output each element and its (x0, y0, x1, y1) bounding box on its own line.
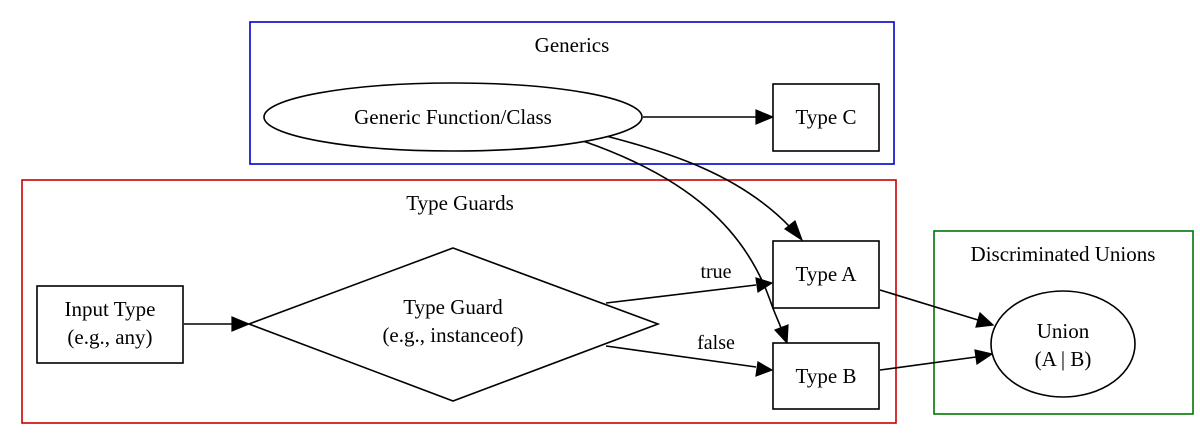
type-c-box (772, 83, 880, 152)
cluster-type-guards-label: Type Guards (406, 191, 514, 215)
union-label-line1: Union (1037, 319, 1090, 343)
node-type-a: Type A (772, 240, 880, 309)
input-type-label-line1: Input Type (65, 297, 156, 321)
cluster-generics-label: Generics (535, 33, 610, 57)
cluster-discriminated-unions-border (933, 230, 1194, 415)
type-c-label: Type C (796, 105, 857, 129)
type-b-label: Type B (796, 364, 857, 388)
arrowhead-guard-type-b (755, 361, 774, 377)
edge-label-false: false (697, 332, 735, 354)
input-type-box (36, 285, 184, 364)
node-union: Union (A | B) (990, 290, 1136, 398)
arrowhead-type-guard (231, 316, 251, 332)
cluster-type-guards-border (21, 179, 897, 424)
input-type-label-line2: (e.g., any) (67, 325, 152, 349)
edge-generic-to-type-a (597, 133, 791, 228)
node-type-b: Type B (772, 342, 880, 410)
type-b-box (772, 342, 880, 410)
node-generic-function: Generic Function/Class (263, 82, 643, 152)
cluster-generics-border (249, 21, 895, 165)
edges: true false (184, 109, 995, 377)
arrowhead-type-a (783, 220, 804, 242)
edge-guard-to-type-a (605, 284, 757, 304)
arrowhead-type-b-from-generic (773, 324, 789, 345)
node-type-guard: Type Guard (e.g., instanceof) (246, 247, 661, 402)
type-a-box (772, 240, 880, 309)
arrowhead-union-from-b (974, 349, 994, 366)
cluster-generics: Generics (249, 21, 895, 165)
cluster-discriminated-unions: Discriminated Unions (933, 230, 1194, 415)
cluster-type-guards: Type Guards (21, 179, 897, 424)
edge-label-true: true (700, 261, 731, 283)
type-guard-diamond (246, 247, 661, 402)
generic-function-label: Generic Function/Class (354, 105, 552, 129)
union-label-line2: (A | B) (1035, 347, 1092, 371)
edge-type-b-to-union (879, 356, 977, 371)
cluster-discriminated-unions-label: Discriminated Unions (971, 242, 1156, 266)
edge-generic-to-type-b (582, 140, 782, 329)
arrowhead-union-from-a (975, 311, 995, 328)
type-guard-label-line1: Type Guard (403, 295, 503, 319)
node-input-type: Input Type (e.g., any) (36, 285, 184, 364)
node-type-c: Type C (772, 83, 880, 152)
type-guard-label-line2: (e.g., instanceof) (382, 323, 523, 347)
edge-guard-to-type-b (605, 345, 757, 368)
arrowhead-type-c (755, 109, 775, 125)
type-a-label: Type A (796, 262, 858, 286)
arrowhead-guard-type-a (755, 277, 774, 294)
generic-function-ellipse (263, 82, 643, 152)
union-ellipse (990, 290, 1136, 398)
edge-type-a-to-union (879, 289, 979, 321)
